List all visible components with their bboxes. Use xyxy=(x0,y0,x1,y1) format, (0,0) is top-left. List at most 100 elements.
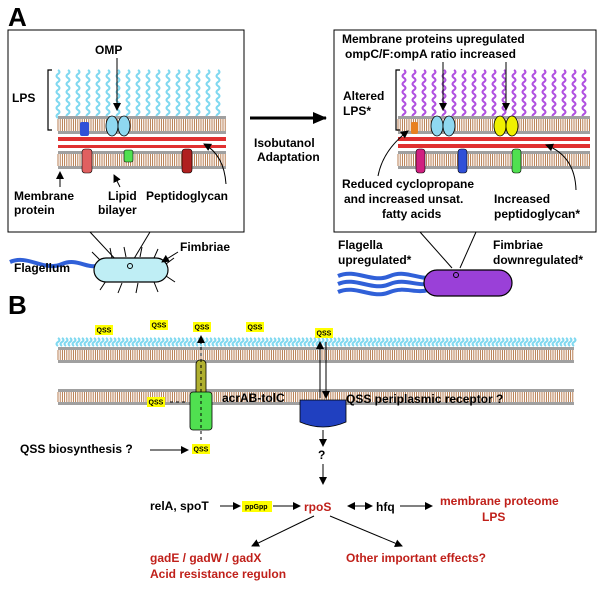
lipid-heads-inner xyxy=(58,131,226,134)
fimbriae-hairs xyxy=(91,246,176,294)
lps-chain xyxy=(163,337,169,347)
lps-chain xyxy=(107,337,113,347)
lps-chain xyxy=(65,69,71,119)
lps-chain xyxy=(519,337,525,347)
membrane-protein-label-2: protein xyxy=(14,203,55,217)
lps-chain xyxy=(255,337,261,347)
lps-chain xyxy=(205,69,211,119)
reduced-label-2: and increased unsat. xyxy=(344,192,463,206)
lps-label: LPS xyxy=(12,91,35,105)
lps-chain xyxy=(351,337,357,347)
peptidoglycan-arrow xyxy=(203,143,227,185)
hfq-label: hfq xyxy=(376,500,395,514)
lps-chain xyxy=(411,69,417,119)
lps-chain xyxy=(63,337,69,347)
fimbria xyxy=(135,282,139,294)
lps-bracket xyxy=(47,69,52,131)
lps-chain xyxy=(183,337,189,347)
fimbria xyxy=(117,282,123,294)
lps-chain xyxy=(495,337,501,347)
lipid-bilayer-label-1: Lipid xyxy=(108,189,137,203)
lps-chain xyxy=(131,337,137,347)
lps-chain xyxy=(267,337,273,347)
lps-chain xyxy=(467,337,473,347)
lps-chain xyxy=(407,337,413,347)
lps-chain xyxy=(521,69,527,119)
lps-chain xyxy=(559,337,565,347)
lps-chain xyxy=(307,337,313,347)
flagellum-label: Flagellum xyxy=(14,261,70,275)
lps-chain xyxy=(235,337,241,347)
lps-chain xyxy=(431,69,437,119)
increased-pg-label-2: peptidoglycan* xyxy=(494,207,580,221)
peptidoglycan-layer-after xyxy=(398,137,590,141)
lps-chain xyxy=(355,337,361,347)
lps-chain xyxy=(211,337,217,347)
svg-text:QSS: QSS xyxy=(194,447,209,454)
rpos-label: rpoS xyxy=(304,500,331,514)
lipid-heads-outer xyxy=(58,151,226,154)
svg-text:QSS: QSS xyxy=(152,323,167,330)
lps-chain xyxy=(159,337,165,347)
lps-chain xyxy=(251,337,257,347)
lps-chain xyxy=(187,337,193,347)
lps-chain xyxy=(327,337,333,347)
lps-chain xyxy=(231,337,237,347)
peptidoglycan-label: Peptidoglycan xyxy=(146,189,228,203)
fimbriae-label: Fimbriae xyxy=(180,240,230,254)
lps-chain xyxy=(123,337,129,347)
qss-tag: QSS xyxy=(246,322,264,332)
lps-chain xyxy=(375,337,381,347)
ppgpp-tag: ppGpp xyxy=(242,501,272,512)
lps-chain xyxy=(547,337,553,347)
lipid-heads-outer xyxy=(58,347,574,350)
qss-tag: QSS xyxy=(315,328,333,338)
membrane-protein-darkred xyxy=(181,148,193,174)
lps-chain xyxy=(401,69,407,119)
lps-chain xyxy=(391,337,397,347)
lps-chain xyxy=(421,69,427,119)
lps-chain xyxy=(87,337,93,347)
fimbria xyxy=(123,246,127,258)
lps-chain xyxy=(331,337,337,347)
lps-chain xyxy=(551,69,557,119)
lps-chain xyxy=(79,337,85,347)
lipid-heads-outer xyxy=(58,389,574,392)
lps-chain xyxy=(531,337,537,347)
qss-tag: QSS xyxy=(193,322,211,332)
lps-chain xyxy=(299,337,305,347)
lps-chain xyxy=(219,337,225,347)
lps-chain xyxy=(259,337,265,347)
qss-biosynthesis-label: QSS biosynthesis ? xyxy=(20,442,133,456)
lps-chain xyxy=(223,337,229,347)
lps-chains-after xyxy=(401,69,587,119)
lps-chain xyxy=(359,337,365,347)
lps-chain xyxy=(475,337,481,347)
lps-chain xyxy=(363,337,369,347)
lps-chain xyxy=(451,69,457,119)
membrane-protein-green-after xyxy=(511,148,522,174)
reduced-label-1: Reduced cyclopropane xyxy=(342,177,474,191)
lps-chain xyxy=(435,337,441,347)
lps-effect-label: LPS xyxy=(482,510,505,524)
svg-text:QSS: QSS xyxy=(317,331,332,338)
periplasmic-receptor xyxy=(299,399,347,428)
membrane-protein-blue xyxy=(80,122,89,136)
lps-chain xyxy=(115,337,121,347)
lps-chain xyxy=(399,337,405,347)
bacterium-cell-after xyxy=(423,269,513,297)
fimbriae-after-label-1: Fimbriae xyxy=(493,238,543,252)
lps-chain xyxy=(539,337,545,347)
lps-chain xyxy=(459,337,465,347)
lps-chain xyxy=(247,337,253,347)
lps-chain xyxy=(271,337,277,347)
lps-chain xyxy=(395,337,401,347)
lps-chain xyxy=(335,337,341,347)
lps-chain xyxy=(165,69,171,119)
lps-chain xyxy=(503,337,509,347)
lps-chain xyxy=(203,337,209,347)
lps-bracket-after xyxy=(395,69,400,131)
lps-chain xyxy=(415,337,421,347)
lps-chain xyxy=(191,337,197,347)
